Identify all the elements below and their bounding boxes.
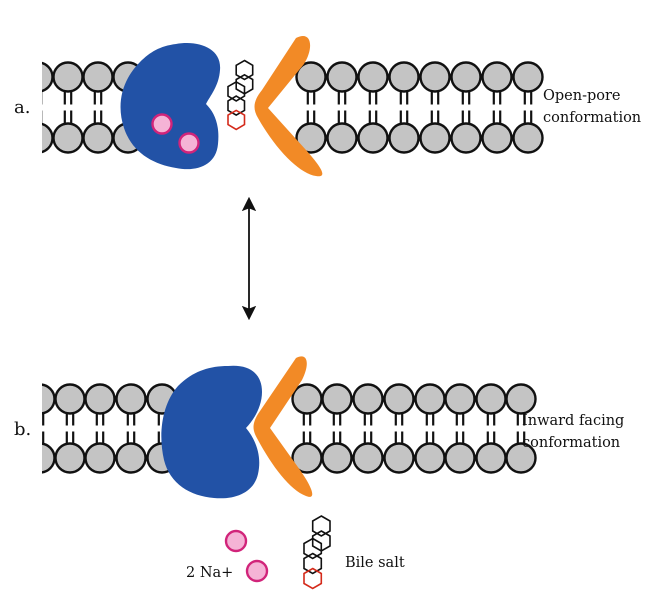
released-species: 2 Na+ Bile salt xyxy=(186,515,405,590)
lipid-head xyxy=(42,122,54,154)
lipid-head xyxy=(54,383,86,415)
lipid-head xyxy=(352,383,384,415)
lipid-head xyxy=(357,122,389,154)
lipid xyxy=(475,383,507,474)
lipid-head xyxy=(481,122,513,154)
caption-a-line2: conformation xyxy=(543,110,641,126)
bile-salt-label: Bile salt xyxy=(345,555,405,571)
lipid xyxy=(115,383,147,474)
lipid-head xyxy=(52,122,84,154)
lipid-head xyxy=(115,442,147,474)
bile-salt-polar-ring xyxy=(227,109,246,131)
lipid-head xyxy=(414,442,446,474)
lipid xyxy=(444,383,476,474)
released-bile-salt xyxy=(303,515,331,590)
lipid xyxy=(505,383,537,474)
lipid-head xyxy=(84,383,116,415)
sodium-ion xyxy=(178,132,200,154)
lipid xyxy=(450,61,482,154)
bile-salt-ring xyxy=(303,552,323,575)
lipid-head xyxy=(388,122,420,154)
lipid-head xyxy=(295,61,327,93)
lipid xyxy=(52,61,84,154)
lipid-head xyxy=(512,122,544,154)
lipid-head xyxy=(475,383,507,415)
bile-salt-ring xyxy=(303,537,323,560)
lipid-head xyxy=(450,122,482,154)
lipid-head xyxy=(512,61,544,93)
lipid-head xyxy=(481,61,513,93)
lipid-head xyxy=(321,383,353,415)
bile-salt-ring xyxy=(311,515,331,537)
lipid-head xyxy=(82,122,114,154)
released-sodium-ion xyxy=(245,559,269,583)
lipid-head xyxy=(383,383,415,415)
panel-a: a. Open-pore conformation xyxy=(14,36,641,177)
lipid-head xyxy=(419,61,451,93)
lipid-head xyxy=(383,442,415,474)
lipid-head xyxy=(326,61,358,93)
lipid-head xyxy=(357,61,389,93)
lipid xyxy=(326,61,358,154)
lipid xyxy=(291,383,323,474)
bile-salt-ring xyxy=(235,59,254,81)
lipid xyxy=(54,383,86,474)
lipid-head xyxy=(444,383,476,415)
lipid-head xyxy=(291,383,323,415)
sodium-label: 2 Na+ xyxy=(186,565,233,581)
lipid-head xyxy=(52,61,84,93)
lipid xyxy=(321,383,353,474)
lipid-head xyxy=(115,383,147,415)
transporter-arm-a xyxy=(254,36,323,177)
lipid-head xyxy=(82,61,114,93)
released-sodium-ion xyxy=(224,529,248,553)
lipid xyxy=(295,61,327,154)
lipid xyxy=(481,61,513,154)
lipid-head xyxy=(42,442,56,474)
bile-salt-a xyxy=(227,59,254,131)
lipid xyxy=(383,383,415,474)
bile-salt-ring xyxy=(227,80,246,102)
lipid-head xyxy=(84,442,116,474)
lipid xyxy=(84,383,116,474)
bile-salt-ring xyxy=(227,95,246,117)
lipid-head xyxy=(505,442,537,474)
lipid xyxy=(82,61,114,154)
panel-b: b. Inward facing conformation xyxy=(14,356,624,499)
lipid xyxy=(357,61,389,154)
lipid xyxy=(388,61,420,154)
lipid-head xyxy=(352,442,384,474)
caption-b-line1: Inward facing xyxy=(522,413,624,429)
lipid-head xyxy=(42,383,56,415)
lipid-head xyxy=(54,442,86,474)
transporter-body-b xyxy=(161,365,262,499)
lipid-head xyxy=(388,61,420,93)
lipid xyxy=(414,383,446,474)
lipid-head xyxy=(326,122,358,154)
lipid xyxy=(512,61,544,154)
lipid-head xyxy=(42,61,54,93)
panel-label-a: a. xyxy=(14,97,30,118)
lipid-head xyxy=(505,383,537,415)
transporter-arm-b xyxy=(253,356,313,497)
caption-a-line1: Open-pore xyxy=(543,88,621,104)
lipid-head xyxy=(321,442,353,474)
lipid-head xyxy=(475,442,507,474)
panel-label-b: b. xyxy=(14,419,31,440)
lipid xyxy=(419,61,451,154)
lipid xyxy=(352,383,384,474)
lipid-head xyxy=(444,442,476,474)
lipid-head xyxy=(450,61,482,93)
lipid-head xyxy=(414,383,446,415)
caption-b-line2: conformation xyxy=(522,435,620,451)
lipid-head xyxy=(295,122,327,154)
bile-salt-polar-ring xyxy=(303,567,323,590)
sodium-ion xyxy=(151,113,173,135)
lipid-head xyxy=(419,122,451,154)
